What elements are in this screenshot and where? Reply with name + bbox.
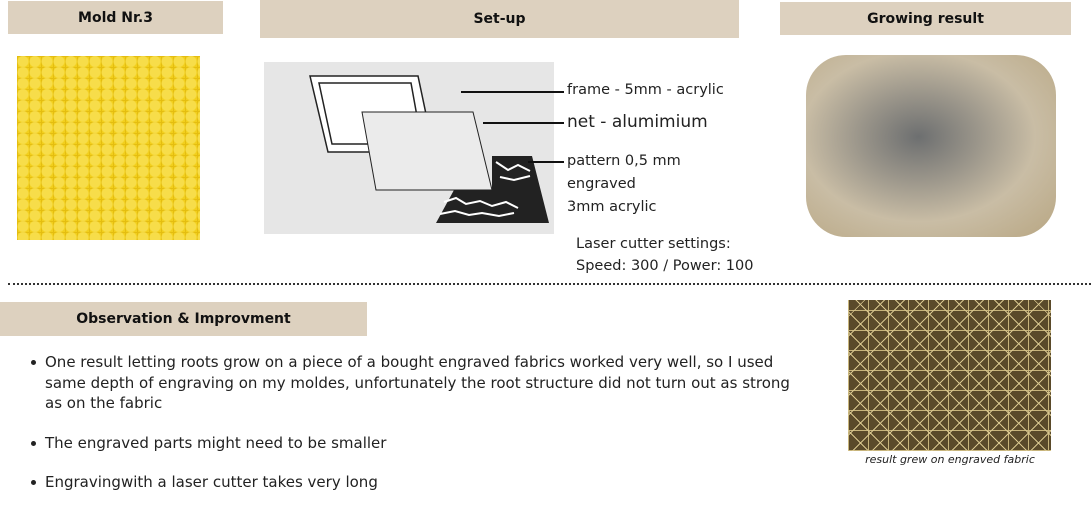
list-item: Engravingwith a laser cutter takes very …	[28, 472, 808, 493]
label-engraved: engraved	[567, 176, 636, 192]
fabric-caption: result grew on engraved fabric	[865, 453, 1035, 466]
header-setup: Set-up	[260, 0, 739, 38]
fabric-image	[848, 300, 1051, 451]
label-acrylic: 3mm acrylic	[567, 199, 657, 215]
list-item: The engraved parts might need to be smal…	[28, 433, 808, 454]
growing-result-image	[806, 55, 1056, 237]
header-mold: Mold Nr.3	[8, 1, 223, 34]
leader-pattern	[528, 161, 564, 163]
label-net: net - alumimium	[567, 112, 708, 132]
mold-image	[17, 56, 200, 240]
exploded-mold-diagram	[309, 75, 549, 223]
laser-settings-values: Speed: 300 / Power: 100	[576, 258, 754, 274]
label-pattern: pattern 0,5 mm	[567, 153, 681, 169]
laser-settings-title: Laser cutter settings:	[576, 236, 731, 252]
list-item: One result letting roots grow on a piece…	[28, 352, 808, 414]
leader-frame	[461, 91, 564, 93]
header-observation: Observation & Improvment	[0, 302, 367, 336]
header-result: Growing result	[780, 2, 1071, 35]
leader-net	[483, 122, 564, 124]
setup-diagram	[264, 62, 554, 234]
label-frame: frame - 5mm - acrylic	[567, 82, 724, 98]
section-divider	[8, 283, 1091, 285]
observation-list: One result letting roots grow on a piece…	[28, 352, 808, 512]
